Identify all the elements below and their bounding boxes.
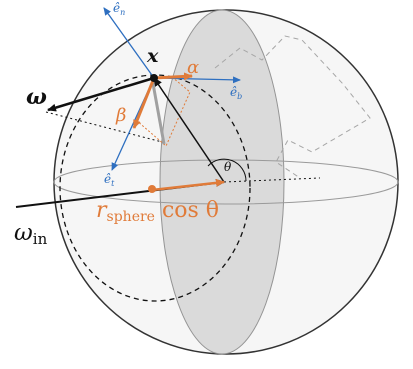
dotted-omega-line bbox=[45, 111, 167, 144]
beta-arrow bbox=[132, 77, 156, 129]
equator-ellipse bbox=[53, 159, 399, 205]
label-e-b: êb bbox=[230, 85, 242, 101]
label-e-n: ên bbox=[113, 1, 125, 17]
label-e-t: êt bbox=[104, 172, 115, 188]
label-alpha: α bbox=[187, 57, 199, 78]
e-n-arrow bbox=[103, 7, 155, 79]
dotted-center-line bbox=[223, 177, 321, 183]
omega-arrow bbox=[47, 76, 155, 112]
radius-line bbox=[153, 77, 225, 183]
label-r-sphere-cos-theta: rsphere cos θ bbox=[96, 198, 219, 225]
gray-dashed-path bbox=[214, 35, 371, 179]
alpha-arrow bbox=[153, 72, 193, 81]
label-theta: θ bbox=[224, 160, 232, 174]
gray-projection-line bbox=[150, 77, 166, 145]
point-x bbox=[150, 74, 158, 82]
projection-point bbox=[148, 185, 156, 193]
label-x: x bbox=[146, 45, 159, 67]
orange-dotted-parallelogram bbox=[135, 76, 191, 147]
label-omega-in: ωin bbox=[14, 220, 48, 248]
r-cos-theta-arrow bbox=[151, 178, 225, 192]
label-beta: β bbox=[115, 105, 126, 126]
theta-arc bbox=[207, 158, 247, 182]
label-omega: ω bbox=[26, 84, 47, 110]
